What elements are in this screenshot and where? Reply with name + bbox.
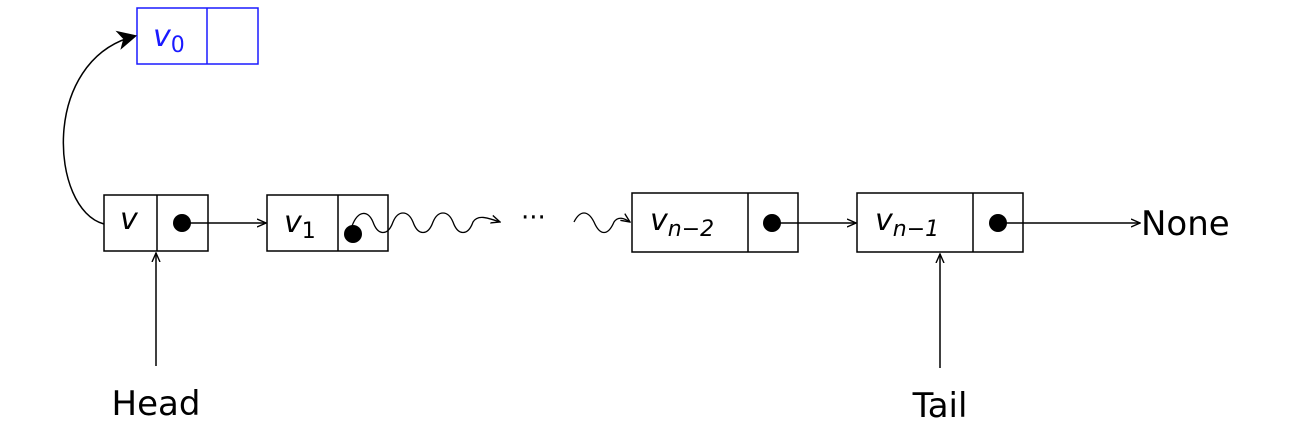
node-v1-label: v1	[284, 205, 316, 244]
node-vn-2-label: vn−2	[650, 203, 714, 242]
node-v1-pointer-dot	[344, 225, 362, 243]
node-v1: v1	[266, 194, 389, 252]
ellipsis: ···	[521, 203, 546, 233]
new-node-v0: v0	[136, 7, 259, 65]
insert-arrow	[62, 30, 138, 225]
none-label: None	[1141, 204, 1230, 244]
node-v-label: v	[120, 202, 139, 237]
wavy-arrow-vn2	[573, 212, 630, 234]
tail-label: Tail	[912, 386, 968, 426]
wavy-arrow-v1	[351, 212, 500, 234]
new-node-label: v0	[153, 19, 185, 58]
head-label: Head	[112, 384, 201, 424]
node-vn-1-label: vn−1	[875, 203, 939, 242]
node-v1-box	[266, 194, 389, 252]
node-vn-2: vn−2	[631, 192, 799, 253]
